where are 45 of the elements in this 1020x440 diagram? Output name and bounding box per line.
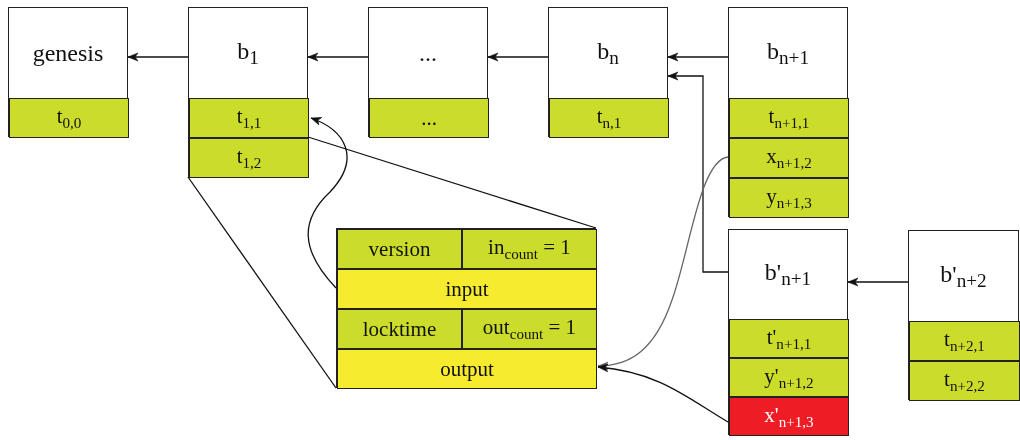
block-box <box>368 7 488 137</box>
transaction-cell: out$_{count}$ = 1 <box>462 309 597 349</box>
block-box <box>908 230 1019 400</box>
block-box <box>728 229 848 435</box>
arrow <box>127 52 189 62</box>
transaction-cell: t$_{1,1}$ <box>189 98 309 138</box>
transaction-cell: version <box>337 229 462 269</box>
expansion-line <box>307 136 597 229</box>
arrow <box>307 117 348 289</box>
transaction-cell: t$_{0,0}$ <box>9 98 129 138</box>
transaction-cell: in$_{count}$ = 1 <box>462 229 597 269</box>
arrow <box>487 52 549 62</box>
transaction-cell: t$_{n,1}$ <box>549 98 669 138</box>
block-label: b$_{n}$ <box>597 37 619 69</box>
transaction-cell: t$_{1,2}$ <box>189 138 309 178</box>
block-label: b$_{1}$ <box>237 37 259 69</box>
field-cell: output <box>337 349 597 389</box>
block-box <box>728 7 848 217</box>
transaction-cell: locktime <box>337 309 462 349</box>
transaction-cell: x'$_{n+1,3}$ <box>729 397 849 436</box>
block-label: b'$_{n+1}$ <box>764 259 812 290</box>
block-label: b$_{n+1}$ <box>767 37 809 69</box>
transaction-cell: y$_{n+1,3}$ <box>729 178 849 218</box>
block-label: genesis <box>32 39 104 67</box>
transaction-detail-box <box>336 228 596 388</box>
block-box <box>8 7 128 137</box>
block-label: ... <box>419 39 437 67</box>
arrow <box>667 52 729 62</box>
transaction-cell: t$_{n+1,1}$ <box>729 98 849 138</box>
block-box <box>548 7 668 137</box>
expansion-line <box>187 176 337 389</box>
arrow <box>597 363 729 423</box>
arrow <box>847 277 909 287</box>
transaction-cell: t$_{n+2,1}$ <box>909 321 1020 361</box>
transaction-cell: t$_{n+2,2}$ <box>909 361 1020 401</box>
transaction-cell: t'$_{n+1,1}$ <box>729 319 849 358</box>
transaction-cell: y'$_{n+1,2}$ <box>729 358 849 397</box>
arrow <box>307 52 369 62</box>
transaction-cell: ... <box>369 98 489 138</box>
block-label: b'$_{n+2}$ <box>940 260 987 292</box>
field-cell: input <box>337 269 597 309</box>
block-box <box>188 7 308 177</box>
transaction-cell: x$_{n+1,2}$ <box>729 138 849 178</box>
arrow <box>667 71 729 273</box>
arrow <box>597 156 729 370</box>
